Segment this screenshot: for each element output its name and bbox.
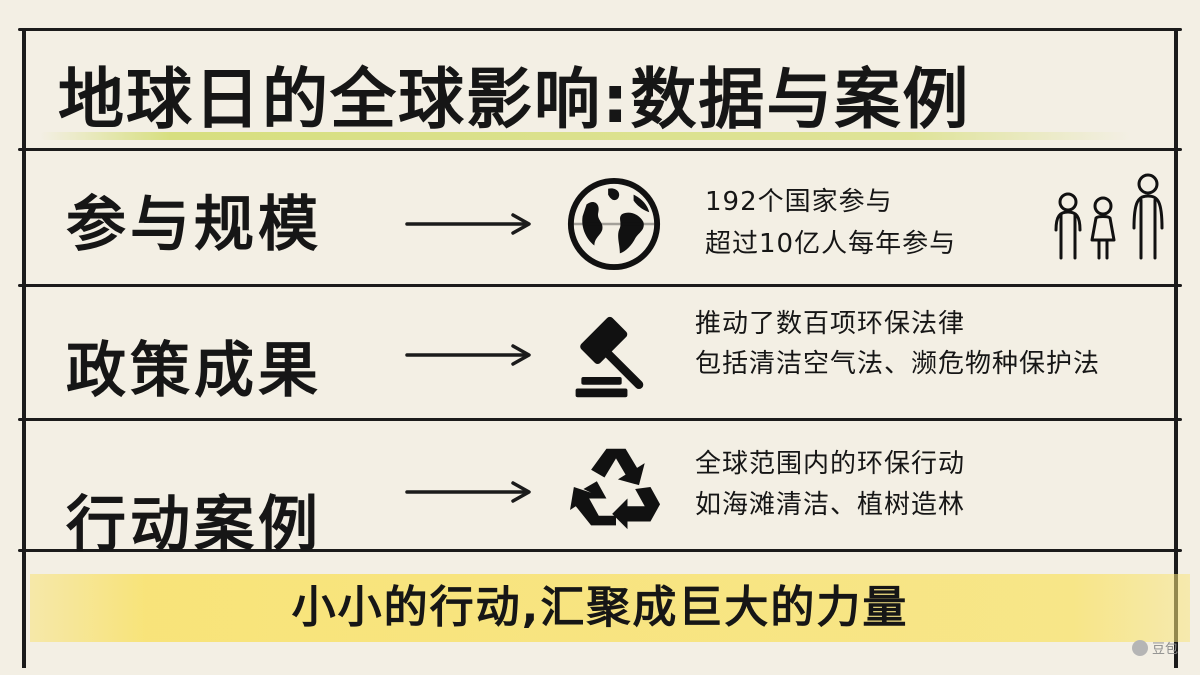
footer-slogan: 小小的行动,汇聚成巨大的力量: [291, 582, 909, 633]
divider-row-1: [18, 284, 1182, 287]
row-label-action: 行动案例: [66, 490, 322, 560]
action-line-2: 如海滩清洁、植树造林: [695, 490, 966, 520]
divider-row-3: [18, 549, 1182, 552]
policy-line-1: 推动了数百项环保法律: [695, 309, 966, 339]
gavel-icon: [575, 316, 644, 398]
arrow-icon: [405, 213, 531, 235]
row-label-policy: 政策成果: [66, 336, 322, 406]
divider-top: [18, 28, 1182, 31]
people-icon: [1054, 173, 1164, 260]
action-line-1: 全球范围内的环保行动: [695, 449, 966, 479]
footer-highlight: [30, 574, 1190, 642]
page-frame: [22, 28, 1178, 668]
policy-line-2: 包括清洁空气法、濒危物种保护法: [695, 349, 1101, 379]
watermark: 豆包: [1131, 638, 1178, 657]
watermark-logo-icon: [1131, 639, 1148, 656]
participation-line-2: 超过10亿人每年参与: [705, 229, 957, 259]
watermark-text: 豆包: [1151, 642, 1178, 657]
row-label-participation: 参与规模: [66, 190, 322, 260]
participation-line-1: 192个国家参与: [705, 187, 893, 217]
page-title: 地球日的全球影响:数据与案例: [58, 61, 971, 138]
globe-icon: [567, 177, 661, 271]
arrow-icon: [405, 481, 531, 503]
divider-title: [18, 148, 1182, 151]
arrow-icon: [405, 344, 531, 366]
divider-row-2: [18, 418, 1182, 421]
title-highlight: [40, 132, 1130, 140]
recycle-icon: [570, 448, 661, 530]
